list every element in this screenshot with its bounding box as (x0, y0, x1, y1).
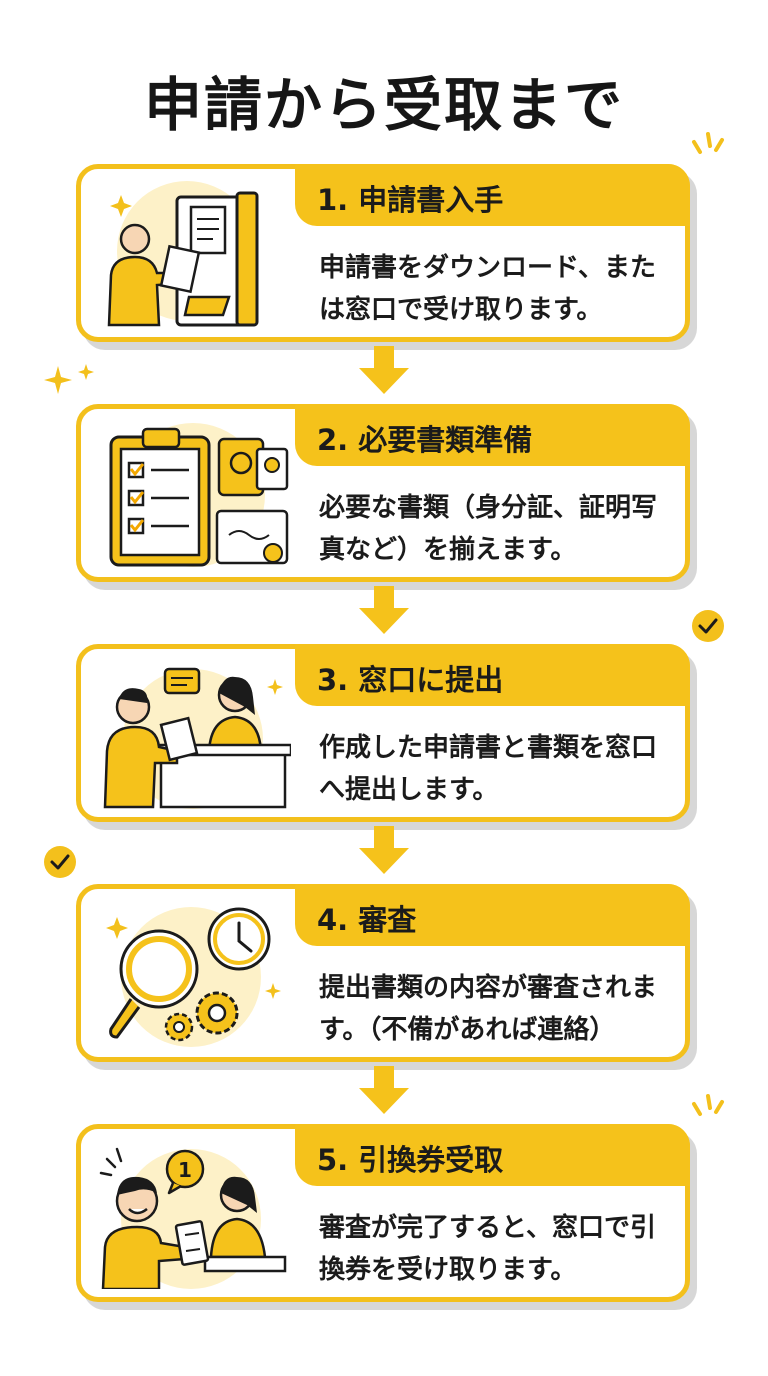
step-heading-bar: 2. 必要書類準備 (295, 404, 690, 466)
ticket-number-badge: 1 (178, 1158, 192, 1182)
down-arrow-icon (359, 586, 409, 634)
step-card-2: 2. 必要書類準備 必要な書類（身分証、証明写真など）を揃えます。 (76, 404, 690, 582)
step-heading-bar: 3. 窓口に提出 (295, 644, 690, 706)
page-title: 申請から受取まで (143, 71, 624, 139)
step-description: 提出書類の内容が審査されます。（不備があれば連絡） (319, 973, 658, 1045)
check-badge-icon (692, 610, 724, 642)
magnifier-clock-gears-icon (106, 907, 281, 1047)
step-description: 申請書をダウンロード、または窓口で受け取ります。 (319, 253, 656, 325)
checklist-passport-certificate-icon (109, 423, 289, 567)
ticket-exchange-icon: 1 (99, 1147, 287, 1289)
counter-submission-icon (103, 667, 291, 809)
sparkle-star-icon (44, 364, 94, 394)
step-card-5: 1 5. 引換券受取 審査が完了すると、窓口で引換券を受け取ります。 (76, 1124, 690, 1302)
step-heading-bar: 5. 引換券受取 (295, 1124, 690, 1186)
step-card-3: 3. 窓口に提出 作成した申請書と書類を窓口へ提出します。 (76, 644, 690, 822)
step-description: 作成した申請書と書類を窓口へ提出します。 (319, 733, 658, 805)
step-heading-bar: 1. 申請書入手 (295, 164, 690, 226)
step-heading: 4. 審査 (317, 903, 417, 937)
check-badge-icon (44, 846, 76, 878)
step-heading: 1. 申請書入手 (317, 183, 504, 217)
step-card-4: 4. 審査 提出書類の内容が審査されます。（不備があれば連絡） (76, 884, 690, 1062)
step-card-1: 1. 申請書入手 申請書をダウンロード、または窓口で受け取ります。 (76, 164, 690, 342)
down-arrow-icon (359, 826, 409, 874)
down-arrow-icon (359, 346, 409, 394)
step-heading: 3. 窓口に提出 (317, 663, 504, 697)
step-description: 必要な書類（身分証、証明写真など）を揃えます。 (319, 493, 658, 565)
step-description: 審査が完了すると、窓口で引換券を受け取ります。 (319, 1213, 656, 1285)
down-arrow-icon (359, 1066, 409, 1114)
step-heading: 2. 必要書類準備 (317, 423, 533, 457)
step-heading-bar: 4. 審査 (295, 884, 690, 946)
sparkle-lines-icon (692, 1094, 724, 1116)
step-heading: 5. 引換券受取 (317, 1143, 504, 1177)
person-with-document-icon (107, 181, 259, 327)
sparkle-lines-icon (692, 132, 724, 154)
